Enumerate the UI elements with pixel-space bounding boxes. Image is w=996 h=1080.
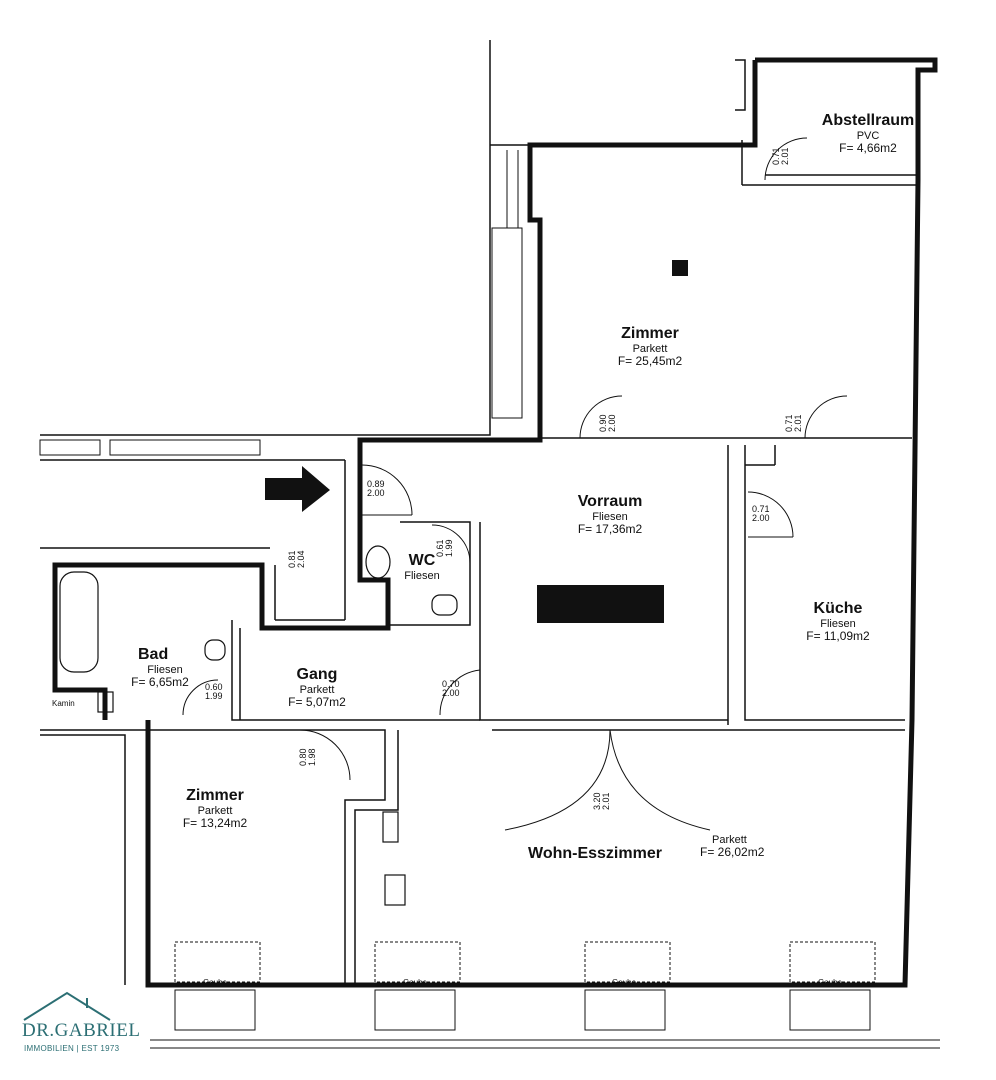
gaube-label-2: Gaube xyxy=(403,978,428,987)
room-floor: Parkett xyxy=(632,342,668,355)
room-name: Wohn-Esszimmer xyxy=(528,845,662,862)
door-height: 2.00 xyxy=(367,488,385,498)
room-floor: Fliesen xyxy=(404,569,440,582)
house-roof-icon xyxy=(23,991,111,1021)
room-gang: Gang Parkett F= 5,07m2 xyxy=(262,666,372,709)
door-height: 2.00 xyxy=(607,414,617,432)
room-wohn-details: Parkett F= 26,02m2 xyxy=(700,834,764,859)
room-area: F= 5,07m2 xyxy=(288,694,346,709)
gaube-label-4: Gaube xyxy=(818,978,843,987)
room-abstellraum: Abstellraum PVC F= 4,66m2 xyxy=(815,112,921,155)
logo-tagline: IMMOBILIEN | EST 1973 xyxy=(24,1044,120,1053)
door-width: 0.89 xyxy=(367,479,385,489)
room-floor: Parkett xyxy=(712,834,747,846)
room-floor: Parkett xyxy=(197,804,233,817)
room-area: F= 17,36m2 xyxy=(577,521,643,536)
room-area: F= 4,66m2 xyxy=(839,140,897,155)
room-vorraum: Vorraum Fliesen F= 17,36m2 xyxy=(555,493,665,536)
redaction-block xyxy=(537,585,664,623)
room-floor: PVC xyxy=(856,129,880,142)
room-kueche: Küche Fliesen F= 11,09m2 xyxy=(783,600,893,643)
room-name: Bad xyxy=(138,646,169,663)
room-name: Abstellraum xyxy=(821,112,915,129)
room-name: WC xyxy=(408,552,436,569)
fixtures xyxy=(59,545,458,906)
door-height: 2.01 xyxy=(601,792,611,810)
room-name: Küche xyxy=(813,600,863,617)
outer-walls xyxy=(52,57,938,988)
entrance-arrow xyxy=(265,466,330,512)
room-floor: Fliesen xyxy=(147,663,183,676)
room-floor: Fliesen xyxy=(592,510,628,523)
room-wohn-name: Wohn-Esszimmer xyxy=(528,845,662,863)
room-name: Gang xyxy=(296,666,338,683)
door-width: 0.60 xyxy=(205,682,223,692)
room-floor: Parkett xyxy=(299,683,335,696)
door-width: 0.70 xyxy=(442,679,460,689)
door-height: 2.01 xyxy=(780,147,790,165)
gaube-label-1: Gaube xyxy=(203,978,228,987)
room-name: Vorraum xyxy=(577,493,643,510)
door-height: 2.04 xyxy=(296,550,306,568)
room-zimmer-top: Zimmer Parkett F= 25,45m2 xyxy=(595,325,705,368)
door-height: 1.99 xyxy=(205,691,223,701)
room-zimmer-bottom: Zimmer Parkett F= 13,24m2 xyxy=(160,787,270,830)
door-height: 2.01 xyxy=(793,414,803,432)
door-height: 2.00 xyxy=(442,688,460,698)
room-area: F= 25,45m2 xyxy=(617,353,683,368)
door-swings xyxy=(182,137,848,831)
room-name: Zimmer xyxy=(186,787,244,804)
logo-brand: DR.GABRIEL xyxy=(22,1020,141,1041)
company-logo: DR.GABRIEL IMMOBILIEN | EST 1973 xyxy=(22,990,162,1060)
kamin-label: Kamin xyxy=(52,699,75,708)
room-bad: Bad Fliesen F= 6,65m2 xyxy=(110,646,210,689)
door-height: 1.98 xyxy=(307,748,317,766)
room-wc: WC Fliesen xyxy=(392,552,452,582)
room-name: Zimmer xyxy=(621,325,679,342)
door-height: 1.99 xyxy=(444,539,454,557)
room-floor: Fliesen xyxy=(820,617,856,630)
room-area: F= 6,65m2 xyxy=(131,674,189,689)
windows-left xyxy=(39,150,523,456)
room-area: F= 13,24m2 xyxy=(182,815,248,830)
door-height: 2.00 xyxy=(752,513,770,523)
room-area: F= 26,02m2 xyxy=(700,845,765,860)
windows-bottom xyxy=(150,941,940,1049)
column-square xyxy=(672,260,688,276)
room-area: F= 11,09m2 xyxy=(806,628,870,643)
door-width: 0.71 xyxy=(752,504,770,514)
gaube-label-3: Gaube xyxy=(612,978,637,987)
